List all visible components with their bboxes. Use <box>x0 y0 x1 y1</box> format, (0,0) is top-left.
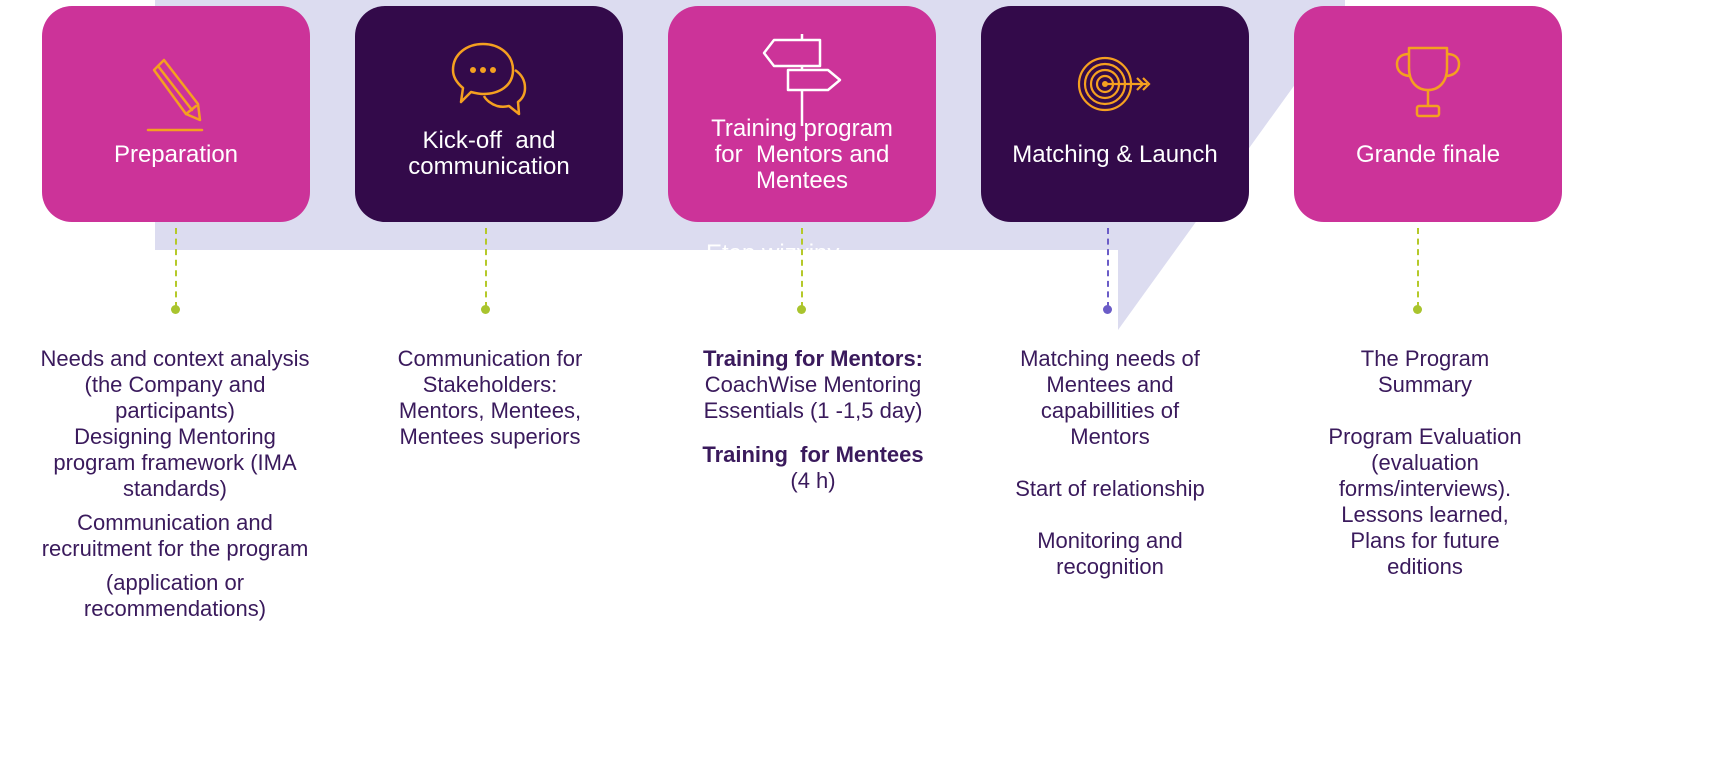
stage-title-matching: Matching & Launch <box>1012 141 1218 168</box>
desc-line: Mentees and <box>1046 372 1174 397</box>
connector-dot-training <box>797 305 806 314</box>
desc-line: standards) <box>123 476 227 501</box>
stage-title-grande-finale: Grande finale <box>1355 141 1501 168</box>
faint-background-label: Etap wizyjny <box>706 240 840 267</box>
description-training: Training for Mentors: CoachWise Mentorin… <box>668 346 958 494</box>
stage-title-training-line2: for Mentors and <box>714 141 890 168</box>
stage-preparation: Preparation <box>42 6 310 222</box>
connector-matching <box>1107 228 1109 308</box>
desc-mentees-heading: Training for Mentees <box>702 442 924 467</box>
desc-line: Matching needs of <box>1020 346 1200 371</box>
stage-title-training-line1: Training program <box>711 115 893 142</box>
desc-mentors-heading: Training for Mentors: <box>703 346 923 371</box>
desc-line: recruitment for the program <box>41 536 309 561</box>
desc-line: capabillities of <box>1040 398 1180 423</box>
desc-line: Lessons learned, <box>1341 502 1509 527</box>
desc-line: (evaluation <box>1371 450 1479 475</box>
desc-line: recognition <box>1056 554 1164 579</box>
desc-line: (the Company and <box>84 372 266 397</box>
stage-grande-finale: Grande finale <box>1294 6 1562 222</box>
desc-line: participants) <box>115 398 235 423</box>
desc-line: Start of relationship <box>1015 476 1205 501</box>
desc-line: program framework (IMA <box>53 450 297 475</box>
connector-dot-preparation <box>171 305 180 314</box>
desc-line: Designing Mentoring <box>74 424 276 449</box>
stage-title-kickoff-line1: Kick-off and <box>422 127 556 154</box>
desc-line: Stakeholders: <box>422 372 558 397</box>
connector-dot-grande-finale <box>1413 305 1422 314</box>
desc-line: (4 h) <box>790 468 836 493</box>
description-preparation: Needs and context analysis (the Company … <box>0 346 350 622</box>
stage-training: Training program for Mentors and Mentees <box>668 6 936 222</box>
desc-line: Mentors <box>1070 424 1150 449</box>
connector-dot-kickoff <box>481 305 490 314</box>
desc-line: forms/interviews). <box>1338 476 1512 501</box>
stage-kickoff: Kick-off and communication <box>355 6 623 222</box>
desc-line: Communication and <box>77 510 273 535</box>
desc-line: Needs and context analysis <box>40 346 310 371</box>
desc-line: recommendations) <box>83 596 267 621</box>
desc-line: CoachWise Mentoring <box>704 372 922 397</box>
desc-line: editions <box>1387 554 1463 579</box>
description-grande-finale: The Program Summary Program Evaluation (… <box>1290 346 1560 580</box>
desc-line: Communication for <box>397 346 583 371</box>
description-kickoff: Communication for Stakeholders: Mentors,… <box>365 346 615 450</box>
connector-training <box>801 228 803 308</box>
connector-dot-matching <box>1103 305 1112 314</box>
desc-line: Monitoring and <box>1037 528 1183 553</box>
connector-preparation <box>175 228 177 308</box>
desc-line: Mentees superiors <box>399 424 581 449</box>
signpost-icon <box>762 34 842 126</box>
connector-kickoff <box>485 228 487 308</box>
stage-title-kickoff-line2: communication <box>408 153 570 180</box>
desc-line: The Program <box>1360 346 1490 371</box>
chat-bubbles-icon <box>451 42 527 116</box>
trophy-icon <box>1395 46 1461 118</box>
desc-line: (application or <box>105 570 245 595</box>
desc-line: Mentors, Mentees, <box>398 398 582 423</box>
target-icon <box>1077 56 1151 112</box>
stage-title-preparation: Preparation <box>113 141 239 168</box>
stage-matching: Matching & Launch <box>981 6 1249 222</box>
desc-line: Program Evaluation <box>1328 424 1522 449</box>
description-matching: Matching needs of Mentees and capabillit… <box>985 346 1235 580</box>
desc-line: Plans for future <box>1350 528 1500 553</box>
desc-line: Summary <box>1377 372 1473 397</box>
connector-grande-finale <box>1417 228 1419 308</box>
pencil-icon <box>146 58 204 132</box>
stage-title-training-line3: Mentees <box>755 167 849 194</box>
desc-line: Essentials (1 -1,5 day) <box>703 398 923 423</box>
